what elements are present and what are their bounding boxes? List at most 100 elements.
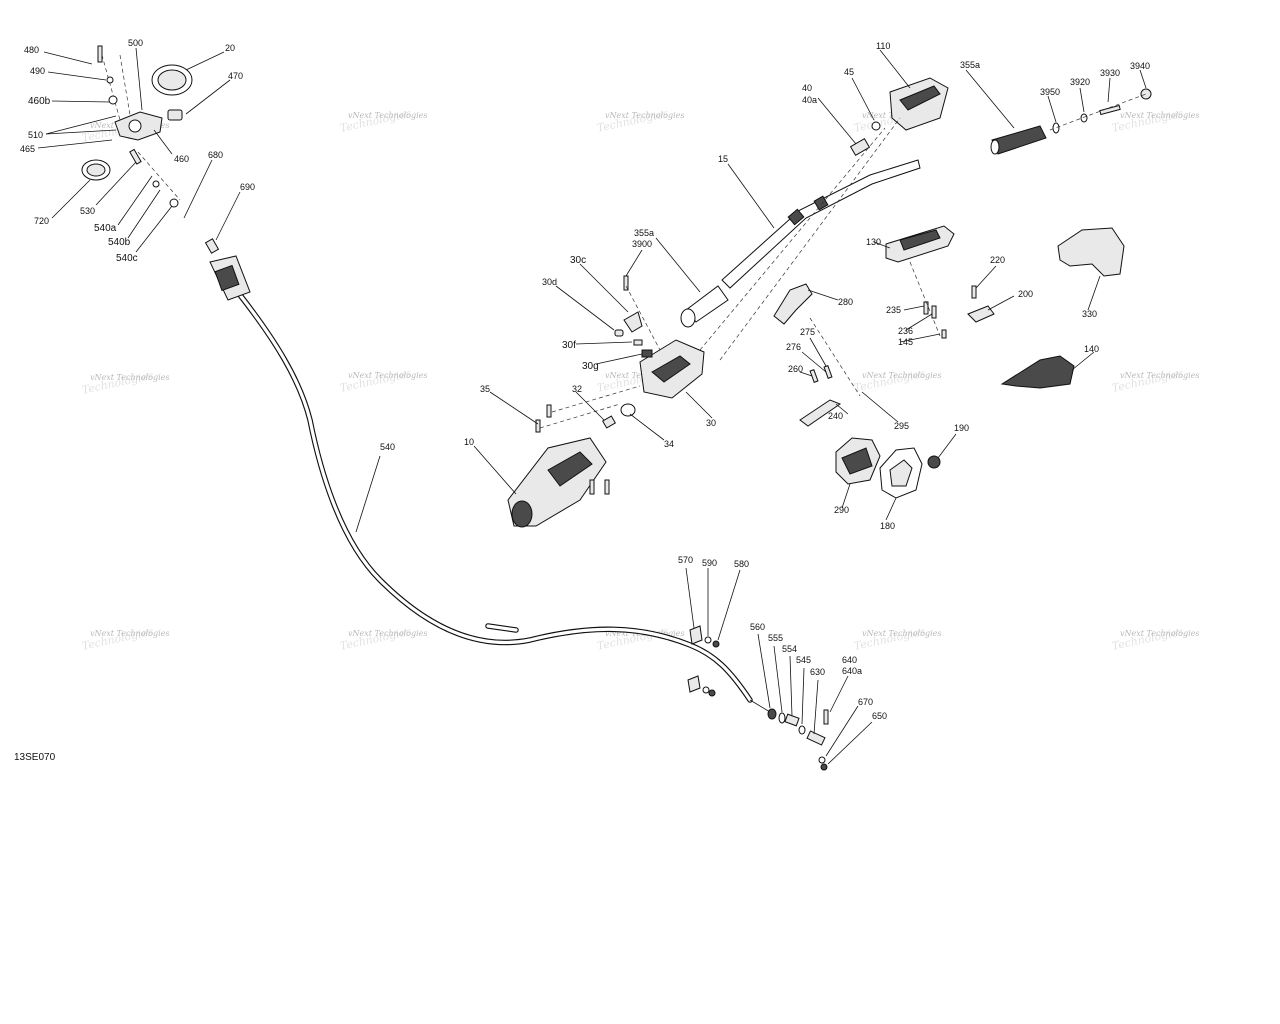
grip-355a-right xyxy=(991,125,1047,155)
screw-276 xyxy=(823,365,833,379)
label-3920: 3920 xyxy=(1070,77,1090,87)
svg-text:vNext Technologies: vNext Technologies xyxy=(1120,629,1199,638)
right-control-parts xyxy=(773,225,1125,499)
screw-35c xyxy=(589,479,595,495)
throttle-housing-assembly xyxy=(81,45,251,301)
label-260: 260 xyxy=(788,364,803,374)
bracket-470 xyxy=(167,109,183,121)
handlebar-band xyxy=(787,208,805,226)
washer-540b xyxy=(152,180,160,188)
washer-545 xyxy=(798,725,806,735)
bracket-570 xyxy=(689,625,703,645)
svg-text:vNext Technologies: vNext Technologies xyxy=(1120,111,1199,120)
screw-30f xyxy=(633,339,643,346)
handlebar-assembly xyxy=(699,77,1152,361)
bracket-140 xyxy=(1000,355,1075,389)
svg-text:vNext Technologies: vNext Technologies xyxy=(862,629,941,638)
nut-460b xyxy=(108,95,118,105)
housing-130-detail xyxy=(899,229,941,251)
nut-650 xyxy=(820,763,828,771)
label-670: 670 xyxy=(858,697,873,707)
label-3950: 3950 xyxy=(1040,87,1060,97)
cover-ring-inner xyxy=(157,69,187,91)
label-236: 236 xyxy=(898,326,913,336)
label-554: 554 xyxy=(782,644,797,654)
label-330: 330 xyxy=(1082,309,1097,319)
svg-text:vNext Technologies: vNext Technologies xyxy=(348,111,427,120)
washer-3950 xyxy=(1052,122,1060,134)
washer-490 xyxy=(106,76,114,84)
svg-text:vNext Technologies: vNext Technologies xyxy=(605,111,684,120)
label-465: 465 xyxy=(20,144,35,154)
label-280: 280 xyxy=(838,297,853,307)
label-10: 10 xyxy=(464,437,474,447)
bushing-32 xyxy=(601,415,617,429)
knob-190 xyxy=(927,455,941,469)
label-140: 140 xyxy=(1084,344,1099,354)
rod-end-630 xyxy=(806,730,826,746)
handlebar-band xyxy=(813,195,829,211)
diagram-code: 13SE070 xyxy=(14,752,56,763)
label-580: 580 xyxy=(734,559,749,569)
nut-45 xyxy=(871,121,881,131)
label-555: 555 xyxy=(768,633,783,643)
washer-670 xyxy=(818,756,826,764)
clamp-40 xyxy=(849,137,871,157)
label-110: 110 xyxy=(876,41,890,51)
label-40a: 40a xyxy=(802,95,817,105)
label-190: 190 xyxy=(954,423,969,433)
label-35: 35 xyxy=(480,384,490,394)
label-490: 490 xyxy=(30,66,45,76)
lever-30c xyxy=(623,311,643,333)
screw-480 xyxy=(97,45,103,63)
cover-180-inner xyxy=(889,459,913,487)
label-690: 690 xyxy=(240,182,255,192)
nut-lower xyxy=(708,689,716,697)
housing-boss xyxy=(128,119,142,133)
label-560: 560 xyxy=(750,622,765,632)
label-540c: 540c xyxy=(116,253,138,264)
label-540a: 540a xyxy=(94,223,117,234)
control-housing-assembly xyxy=(507,275,729,528)
pin-236 xyxy=(931,305,937,319)
label-3900: 3900 xyxy=(632,239,652,249)
housing-30-detail xyxy=(651,355,691,383)
bolt-3930 xyxy=(1099,104,1121,116)
svg-text:vNext Technologies: vNext Technologies xyxy=(862,371,941,380)
label-200: 200 xyxy=(1018,289,1033,299)
nut-580 xyxy=(712,640,720,648)
screw-260 xyxy=(809,369,819,383)
label-3930: 3930 xyxy=(1100,68,1120,78)
label-680: 680 xyxy=(208,150,223,160)
label-480: 480 xyxy=(24,45,39,55)
label-45: 45 xyxy=(844,67,854,77)
label-460: 460 xyxy=(174,154,189,164)
end-plug-3940 xyxy=(1140,88,1152,100)
svg-text:vNext Technologies: vNext Technologies xyxy=(1120,371,1199,380)
cover-330 xyxy=(1057,227,1125,277)
svg-text:vNext Technologies: vNext Technologies xyxy=(90,373,169,382)
svg-text:vNext Technologies: vNext Technologies xyxy=(90,629,169,638)
label-3940: 3940 xyxy=(1130,61,1150,71)
label-30f: 30f xyxy=(562,340,576,351)
washer-555 xyxy=(778,712,786,724)
leader-lines xyxy=(37,47,1147,765)
label-276: 276 xyxy=(786,342,801,352)
label-220: 220 xyxy=(990,255,1005,265)
label-570: 570 xyxy=(678,555,693,565)
pin-30d xyxy=(614,329,624,337)
label-630: 630 xyxy=(810,667,825,677)
label-640: 640 xyxy=(842,655,857,665)
washer-3920 xyxy=(1080,113,1088,123)
bracket-280 xyxy=(773,283,813,325)
screw-220 xyxy=(971,285,977,299)
label-590: 590 xyxy=(702,558,717,568)
label-500: 500 xyxy=(128,38,143,48)
